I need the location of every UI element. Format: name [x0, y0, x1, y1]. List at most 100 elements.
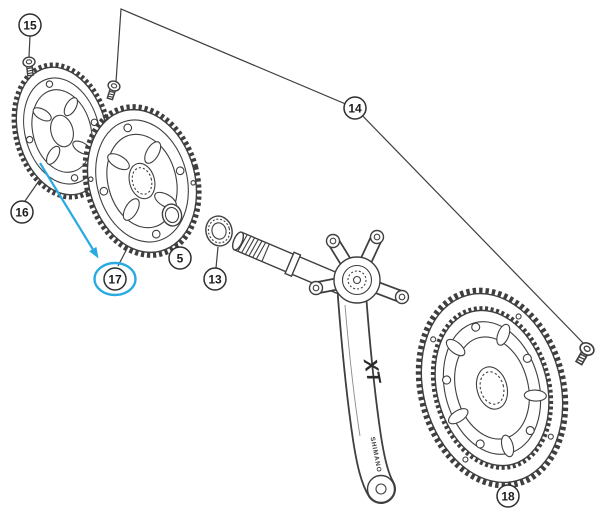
spline-line [237, 234, 248, 252]
highlight-arrow-head [89, 246, 99, 259]
spider-bolt-hole [398, 293, 406, 301]
callout-number: 18 [501, 489, 515, 503]
bolt-hole [45, 80, 54, 88]
spline-ring [479, 371, 505, 405]
chainring-inner-small [11, 62, 113, 200]
rivet [547, 433, 554, 440]
bolt-hole [123, 123, 133, 133]
callout-circle [103, 267, 127, 291]
callout-circle [343, 96, 367, 120]
inner-teeth-ring [430, 306, 554, 470]
spline-line [245, 237, 255, 255]
callout-15[interactable]: 15 [18, 13, 42, 37]
arm-slot [63, 97, 79, 117]
arm-slot [32, 107, 52, 122]
bolt-hole [175, 166, 185, 176]
arm-slot [496, 323, 511, 346]
leader-line-14 [115, 8, 587, 347]
callout-number: 15 [23, 18, 37, 32]
mid-ring [95, 119, 189, 243]
axle-spindle [231, 231, 348, 296]
fixing-bolt-right [571, 339, 597, 368]
highlight-arrow-shaft [39, 162, 94, 251]
bolt-hole [25, 135, 34, 144]
arm-slot [447, 408, 469, 425]
leader-line-13 [215, 246, 219, 269]
callout-number: 16 [15, 205, 29, 219]
bolt-hole [70, 174, 79, 182]
callout-circle [18, 13, 42, 37]
axle-step [261, 243, 270, 262]
boss-ring [341, 264, 373, 296]
callout-circle [168, 246, 192, 270]
fixing-bolt-top [103, 78, 122, 102]
washer-bore [211, 222, 227, 240]
arm-slot [122, 198, 140, 221]
arm-slot [144, 141, 162, 164]
center-hole [128, 162, 156, 200]
spline-ring [131, 167, 153, 195]
crank-logo-text: XT [359, 356, 385, 386]
callout-13[interactable]: 13 [203, 267, 227, 291]
pedal-thread-hole [375, 483, 387, 495]
spider-bolt-hole [329, 237, 337, 245]
boss-center [352, 275, 362, 285]
callout-number: 17 [108, 272, 122, 286]
callout-number: 13 [208, 272, 222, 286]
bolt-hole [475, 439, 485, 449]
arm-slot [107, 153, 130, 171]
bolt-hole [471, 322, 481, 332]
leader-line-15 [28, 35, 31, 58]
bolt-hole [525, 426, 535, 436]
callout-circle [10, 200, 34, 224]
callout-number: 14 [348, 101, 362, 115]
bolt-hole [442, 375, 452, 385]
spline-line [252, 241, 263, 258]
arm-face [338, 282, 395, 503]
spider-bolt-hole [312, 284, 320, 292]
arm-slot [445, 338, 466, 357]
chainring-outer-large [415, 287, 569, 489]
spider-bolt-hole [373, 233, 381, 241]
rivet [515, 313, 522, 320]
axle-end-cap [231, 231, 245, 251]
center-hole [50, 114, 74, 148]
rivet [462, 456, 469, 463]
bolt-hole [99, 186, 109, 196]
spline-line [256, 242, 266, 259]
rivet [430, 336, 437, 343]
callout-16[interactable]: 16 [10, 200, 34, 224]
spline-line [248, 239, 259, 256]
crank-boss [333, 256, 381, 304]
highlight-ring [93, 261, 137, 297]
arm-slot [523, 389, 547, 402]
splined-washer [205, 215, 233, 247]
callouts: 15 16 17 5 13 14 18 [10, 13, 520, 508]
teeth-ring [82, 104, 202, 258]
shift-pin [88, 176, 94, 182]
callout-circle [203, 267, 227, 291]
callout-18[interactable]: 18 [496, 484, 520, 508]
bolt-hole [522, 353, 532, 363]
arm-slot [500, 434, 515, 458]
crank-arm: XT SHIMANO [308, 229, 410, 504]
washer-splines [207, 218, 231, 244]
arm-edge-line [344, 304, 361, 437]
callout-17[interactable]: 17 [103, 267, 127, 291]
shift-pin [190, 180, 196, 186]
callout-number: 5 [177, 251, 184, 265]
bolt-hole [151, 229, 161, 239]
arm-slot [45, 145, 61, 165]
highlight-arrow [39, 162, 99, 259]
bolt-hole [90, 118, 99, 127]
callout-14[interactable]: 14 [343, 96, 367, 120]
inner-ring [106, 133, 178, 229]
callout-5[interactable]: 5 [168, 246, 192, 270]
axle-collar [284, 251, 302, 278]
boss-splines [347, 270, 367, 290]
o-ring [161, 203, 183, 227]
o-ring-inner [164, 206, 180, 224]
callout-circle [496, 484, 520, 508]
